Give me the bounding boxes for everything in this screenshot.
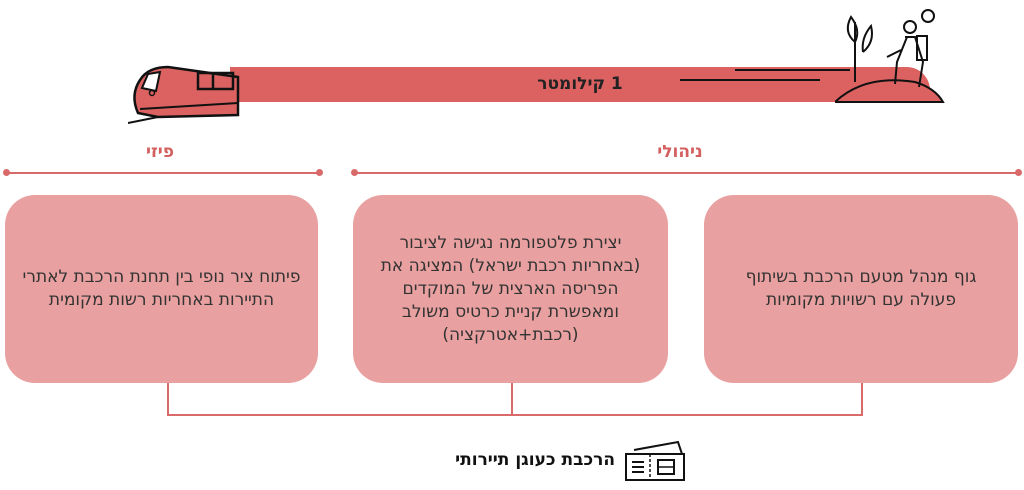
distance-label: 1 קילומטר	[537, 74, 623, 94]
managerial-divider	[354, 172, 1018, 174]
divider-dot	[316, 169, 323, 176]
category-physical: פיזי	[146, 142, 174, 162]
box-management-body: גוף מנהל מטעם הרכבת בשיתוף פעולה עם רשוי…	[704, 195, 1018, 383]
connector	[861, 383, 863, 416]
physical-divider	[6, 172, 320, 174]
box-platform: יצירת פלטפורמה נגישה לציבור (באחריות רכב…	[353, 195, 668, 383]
tickets-icon	[625, 440, 685, 481]
connector	[511, 383, 513, 416]
divider-dot	[351, 169, 358, 176]
hiker-nature-icon	[835, 9, 945, 103]
box-scenic-route: פיתוח ציר נופי בין תחנת הרכבת לאתרי התיי…	[5, 195, 318, 383]
box-text: גוף מנהל מטעם הרכבת בשיתוף פעולה עם רשוי…	[745, 267, 977, 310]
connector	[167, 383, 169, 416]
divider-dot	[1015, 169, 1022, 176]
connector-horizontal	[167, 414, 863, 416]
category-managerial: ניהולי	[657, 142, 703, 162]
train-icon	[128, 65, 240, 124]
distance-bar	[230, 67, 930, 102]
box-text: פיתוח ציר נופי בין תחנת הרכבת לאתרי התיי…	[22, 267, 301, 310]
box-text: יצירת פלטפורמה נגישה לציבור (באחריות רכב…	[380, 232, 641, 345]
speed-lines	[680, 69, 850, 81]
divider-dot	[3, 169, 10, 176]
footer-title: הרכבת כעוגן תיירותי	[455, 450, 615, 470]
